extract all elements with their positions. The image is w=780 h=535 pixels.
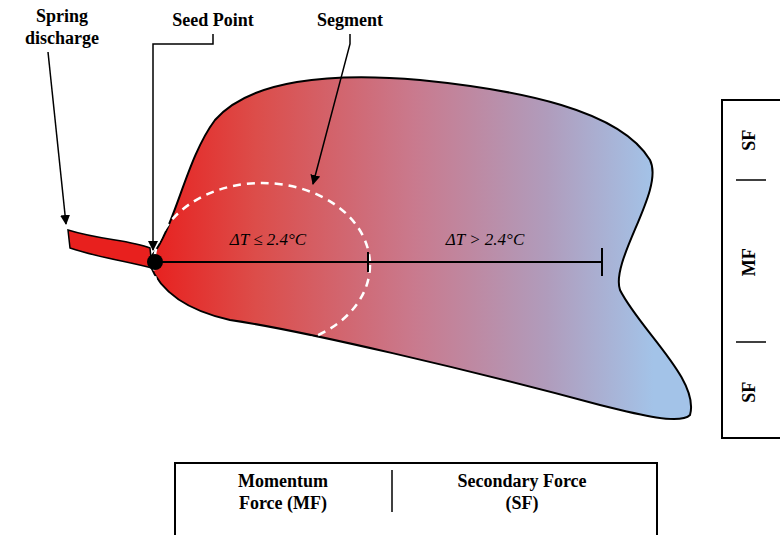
dimension-label: ΔT ≤ 2.4°C — [188, 229, 348, 250]
callout-label: Seed Point — [143, 9, 283, 32]
bottom-table-frame — [175, 463, 657, 535]
table-divider — [736, 179, 766, 181]
distance-line — [155, 261, 602, 263]
thermal-plume — [150, 77, 691, 419]
spring-channel — [68, 230, 152, 268]
table-cell: MF — [738, 232, 761, 292]
table-cell: SF — [738, 110, 761, 170]
callout-label: Segment — [290, 9, 410, 32]
table-divider — [391, 470, 393, 512]
seed-dot — [147, 254, 163, 270]
side-table-frame — [722, 100, 780, 438]
dimension-label: ΔT > 2.4°C — [405, 229, 565, 250]
table-cell: SF — [738, 362, 761, 422]
table-cell: Secondary Force (SF) — [457, 470, 587, 515]
segment-outline — [154, 183, 370, 347]
leader-arrow — [153, 34, 213, 250]
table-divider — [736, 341, 766, 343]
tick-mark — [601, 248, 603, 276]
tick-mark — [367, 252, 369, 272]
callout-label: Spring discharge — [2, 5, 122, 50]
leader-arrow — [313, 34, 350, 184]
table-cell: Momentum Force (MF) — [218, 470, 348, 515]
leader-arrow — [48, 52, 66, 224]
